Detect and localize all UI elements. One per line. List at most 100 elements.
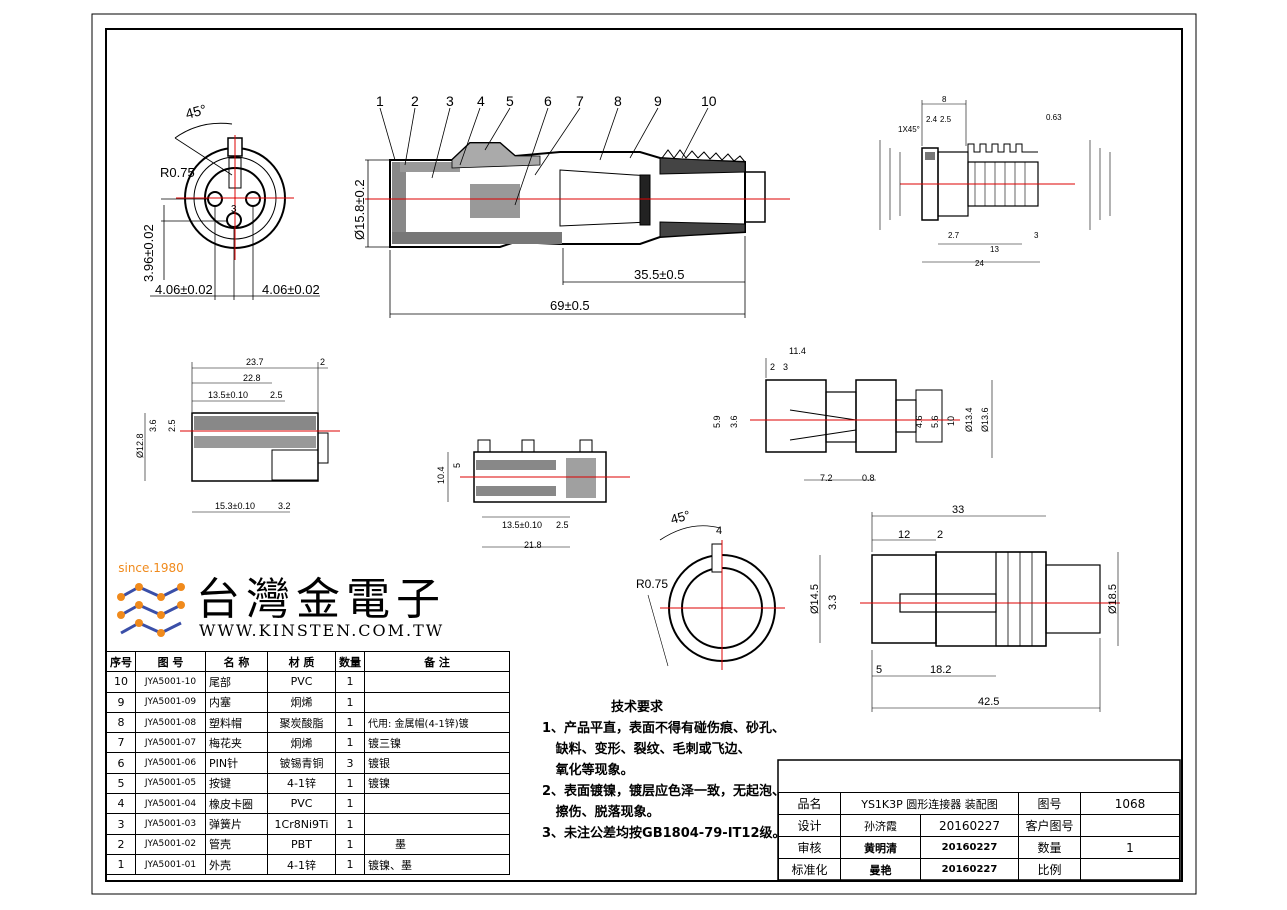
- table-cell: PIN针: [205, 752, 268, 774]
- table-row: 2 JYA5001-02 管壳 PBT 1 墨: [106, 833, 510, 855]
- body-d3: 2: [937, 529, 943, 541]
- tail-d-bot2: 13: [990, 245, 999, 254]
- callout-10: 10: [701, 93, 717, 109]
- insert-d4: 5: [452, 463, 462, 468]
- ph-d10: Ø13.6: [980, 407, 990, 432]
- table-cell: 尾部: [205, 671, 268, 693]
- ph-d5: 3.6: [729, 415, 739, 428]
- table-cell: 5: [106, 772, 136, 795]
- table-cell: JYA5001-10: [135, 671, 206, 693]
- insert-view: [447, 439, 630, 548]
- requirement-line: 2、表面镀镍，镀层应色泽一致，无起泡、: [542, 784, 786, 799]
- tail-d-top: 8: [942, 95, 947, 104]
- header-cell: 数量: [335, 650, 365, 673]
- callout-labels: 1 2 3 4 5 6 7 8 9 10: [376, 93, 717, 109]
- table-cell: 弹簧片: [205, 813, 268, 835]
- tail-d-b: 2.5: [940, 115, 952, 124]
- insert-d2: 2.5: [556, 520, 569, 530]
- ph-d7: 5.6: [930, 415, 940, 428]
- table-cell: 外壳: [205, 853, 268, 876]
- inner-border: [105, 28, 1183, 882]
- company-website: WWW.KINSTEN.COM.TW: [199, 621, 445, 640]
- table-cell: 梅花夹: [205, 732, 268, 754]
- title-row-std: 标准化 曼艳 20160227 比例: [778, 858, 1180, 881]
- table-cell: 6: [106, 752, 136, 774]
- table-cell: 1: [335, 671, 365, 693]
- shell-view: [144, 362, 340, 513]
- title-block: 品名 YS1K3P 圆形连接器 装配图 图号 1068 设计 孙济霞 20160…: [778, 792, 1180, 881]
- table-cell: JYA5001-02: [135, 833, 206, 855]
- table-cell: PVC: [267, 793, 336, 815]
- table-cell: 炯烯: [267, 732, 336, 754]
- table-cell: 镀镍: [364, 772, 510, 795]
- insert-dims: 13.5±0.10 2.5 21.8 5 10.4: [436, 463, 569, 550]
- shell-dims: 23.7 22.8 13.5±0.10 2.5 15.3±0.10 3.2 2 …: [135, 357, 325, 511]
- table-row: 1 JYA5001-01 外壳 4-1锌 1 镀镍、墨: [106, 853, 510, 876]
- ph-d9: Ø13.4: [964, 407, 974, 432]
- callout-3: 3: [446, 93, 454, 109]
- drawing-no-label: 图号: [1018, 792, 1081, 815]
- table-cell: 炯烯: [267, 691, 336, 713]
- table-row: 8 JYA5001-08 塑料帽 聚炭酸脂 1 代用: 金属帽(4-1锌)镀: [106, 711, 510, 734]
- shell-d3: 13.5±0.10: [208, 390, 248, 400]
- std-date: 20160227: [920, 858, 1019, 881]
- callout-5: 5: [506, 93, 514, 109]
- technical-requirements: 技术要求 1、产品平直，表面不得有碰伤痕、砂孔、 缺料、变形、裂纹、毛刺或飞边、…: [542, 697, 786, 844]
- check-name: 黄明清: [840, 836, 921, 859]
- tail-view: [879, 100, 1111, 263]
- table-cell: [364, 793, 510, 815]
- table-cell: JYA5001-05: [135, 772, 206, 795]
- shell-d5: 15.3±0.10: [215, 501, 255, 511]
- design-label: 设计: [778, 814, 841, 837]
- drawing-no-value: 1068: [1080, 792, 1180, 815]
- table-cell: [364, 691, 510, 713]
- tail-dims: 8 2.4 2.5 1X45° 0.63 2.7 13 3 24: [898, 95, 1062, 268]
- table-cell: PBT: [267, 833, 336, 855]
- table-row: 10 JYA5001-10 尾部 PVC 1: [106, 671, 510, 693]
- table-cell: JYA5001-09: [135, 691, 206, 713]
- outer-border: [91, 13, 1197, 895]
- check-label: 审核: [778, 836, 841, 859]
- tail-d-c: 0.63: [1046, 113, 1062, 122]
- shell-d10: 2.5: [167, 419, 177, 432]
- body-d5: 3.3: [827, 595, 839, 610]
- scale-value: [1080, 858, 1180, 881]
- callout-6: 6: [544, 93, 552, 109]
- shell-d1: 23.7: [246, 357, 264, 367]
- scale-label: 比例: [1018, 858, 1081, 881]
- table-cell: 8: [106, 711, 136, 734]
- table-cell: 1: [335, 813, 365, 835]
- table-cell: PVC: [267, 671, 336, 693]
- table-cell: 1: [335, 853, 365, 876]
- table-cell: [364, 813, 510, 835]
- table-cell: 3: [335, 752, 365, 774]
- ring-view: [647, 525, 785, 670]
- title-row-check: 审核 黄明清 20160227 数量 1: [778, 836, 1180, 859]
- table-cell: [364, 671, 510, 693]
- customer-value: [1080, 814, 1180, 837]
- body-d9: 42.5: [978, 696, 999, 708]
- table-cell: 塑料帽: [205, 711, 268, 734]
- callout-2: 2: [411, 93, 419, 109]
- table-cell: 聚炭酸脂: [267, 711, 336, 734]
- table-cell: 4: [106, 793, 136, 815]
- design-date: 20160227: [920, 814, 1019, 837]
- ph-d3: 3: [783, 362, 788, 372]
- callout-8: 8: [614, 93, 622, 109]
- shell-d2: 22.8: [243, 373, 261, 383]
- table-cell: 代用: 金属帽(4-1锌)镀: [364, 711, 510, 734]
- table-cell: 按键: [205, 772, 268, 795]
- callout-9: 9: [654, 93, 662, 109]
- table-cell: 1: [335, 691, 365, 713]
- tail-d-bot1: 2.7: [948, 231, 960, 240]
- body-view: [819, 512, 1120, 712]
- company-name: 台灣金電子: [196, 574, 446, 625]
- table-row: 4 JYA5001-04 橡皮卡圈 PVC 1: [106, 793, 510, 815]
- table-cell: 橡皮卡圈: [205, 793, 268, 815]
- insert-d5: 10.4: [436, 466, 446, 484]
- tail-d-len: 24: [975, 259, 984, 268]
- shell-d9: 3.6: [148, 419, 158, 432]
- callout-7: 7: [576, 93, 584, 109]
- qty-label: 数量: [1018, 836, 1081, 859]
